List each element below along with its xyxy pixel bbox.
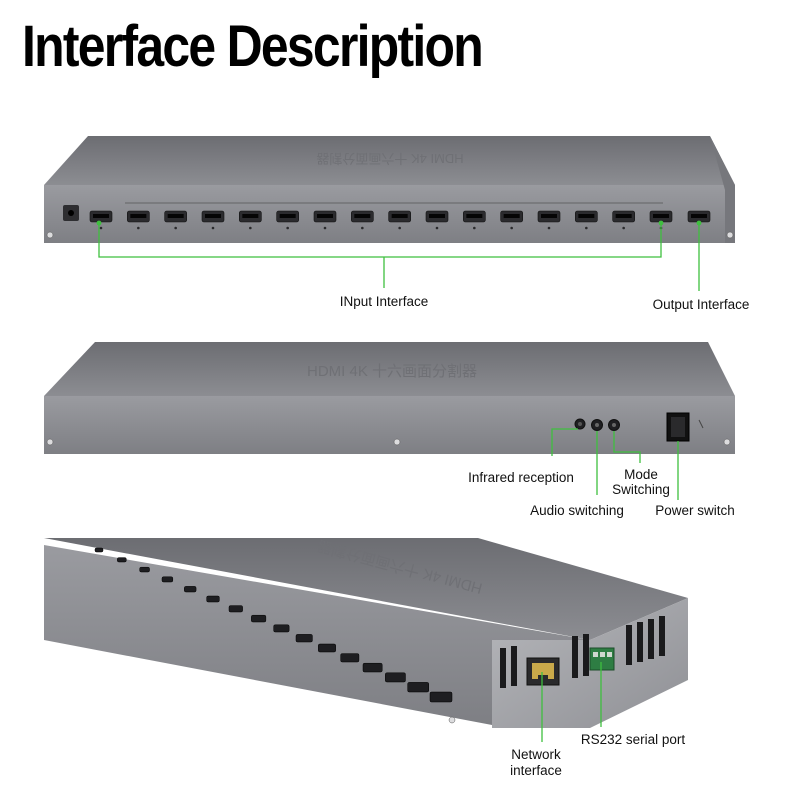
device-front-view: HDMI 4K 十六画面分割器 bbox=[44, 342, 735, 454]
hdmi-input-port bbox=[537, 210, 561, 230]
hdmi-input-port bbox=[425, 210, 449, 230]
side-hdmi-port bbox=[206, 595, 220, 603]
side-hdmi-port bbox=[228, 605, 243, 613]
screw bbox=[723, 438, 731, 446]
hdmi-input-port bbox=[463, 210, 486, 230]
label-network-line2: interface bbox=[510, 763, 562, 778]
label-network-line1: Network bbox=[511, 747, 561, 762]
side-hdmi-port bbox=[273, 624, 290, 633]
hdmi-input-port bbox=[500, 210, 523, 230]
label-input-interface: INput Interface bbox=[340, 294, 429, 309]
side-hdmi-port bbox=[429, 691, 453, 703]
side-hdmi-port bbox=[340, 653, 360, 663]
side-hdmi-port bbox=[385, 672, 406, 683]
hdmi-input-port bbox=[239, 210, 262, 230]
label-audio-switching: Audio switching bbox=[530, 503, 624, 518]
callout-power: Power switch bbox=[655, 441, 735, 518]
page-title: Interface Description bbox=[22, 14, 484, 79]
hdmi-input-port bbox=[351, 210, 374, 230]
screw bbox=[46, 231, 54, 239]
callout-audio: Audio switching bbox=[530, 431, 624, 518]
hdmi-input-ports bbox=[89, 210, 673, 230]
hdmi-input-port bbox=[612, 210, 635, 230]
side-hdmi-port bbox=[251, 614, 267, 623]
callout-rs232: RS232 serial port bbox=[581, 662, 686, 747]
side-hdmi-port bbox=[94, 547, 104, 553]
device-perspective-view: HDMI 4K 十六画面分割器 bbox=[44, 536, 688, 728]
hdmi-input-port bbox=[201, 210, 225, 230]
label-mode-line2: Switching bbox=[612, 482, 670, 497]
screw bbox=[46, 438, 54, 446]
device-front-face bbox=[44, 396, 735, 454]
device-rear-view: HDMI 4K 十六画面分割器 bbox=[44, 136, 735, 243]
side-hdmi-port bbox=[362, 662, 383, 673]
hdmi-input-port bbox=[313, 210, 337, 230]
label-rs232-serial-port: RS232 serial port bbox=[581, 732, 686, 747]
device-long-side bbox=[44, 545, 590, 725]
side-hdmi-port bbox=[184, 586, 197, 593]
screw bbox=[448, 716, 456, 724]
side-hdmi-port bbox=[295, 634, 313, 643]
device-top-label: HDMI 4K 十六画面分割器 bbox=[307, 363, 477, 380]
device-top-face bbox=[44, 342, 735, 396]
hdmi-input-port bbox=[276, 210, 299, 230]
device-top-face bbox=[44, 136, 735, 185]
screw bbox=[393, 438, 401, 446]
hdmi-input-port bbox=[388, 210, 411, 230]
callout-output-interface: Output Interface bbox=[653, 220, 750, 312]
side-hdmi-ports bbox=[94, 547, 453, 703]
label-output-interface: Output Interface bbox=[653, 297, 750, 312]
hdmi-input-port bbox=[575, 210, 598, 230]
callout-input-interface: INput Interface bbox=[96, 220, 664, 309]
side-hdmi-port bbox=[161, 576, 174, 583]
device-top-face bbox=[44, 538, 688, 640]
vent-slots bbox=[500, 616, 665, 688]
label-infrared-reception: Infrared reception bbox=[468, 470, 574, 485]
rs232-terminal bbox=[589, 647, 615, 671]
callout-network: Network interface bbox=[510, 672, 562, 778]
side-hdmi-port bbox=[139, 566, 150, 573]
label-mode-line1: Mode bbox=[624, 467, 658, 482]
hdmi-input-port bbox=[164, 210, 187, 230]
hdmi-output-port bbox=[687, 210, 711, 223]
device-top-label: HDMI 4K 十六画面分割器 bbox=[316, 151, 463, 166]
screw bbox=[726, 231, 734, 239]
callout-infrared: Infrared reception bbox=[468, 428, 578, 485]
side-hdmi-port bbox=[407, 682, 429, 693]
hdmi-input-port bbox=[127, 210, 150, 230]
callout-mode: Mode Switching bbox=[612, 431, 670, 497]
side-hdmi-port bbox=[117, 557, 127, 563]
side-hdmi-port bbox=[318, 643, 336, 653]
label-power-switch: Power switch bbox=[655, 503, 735, 518]
